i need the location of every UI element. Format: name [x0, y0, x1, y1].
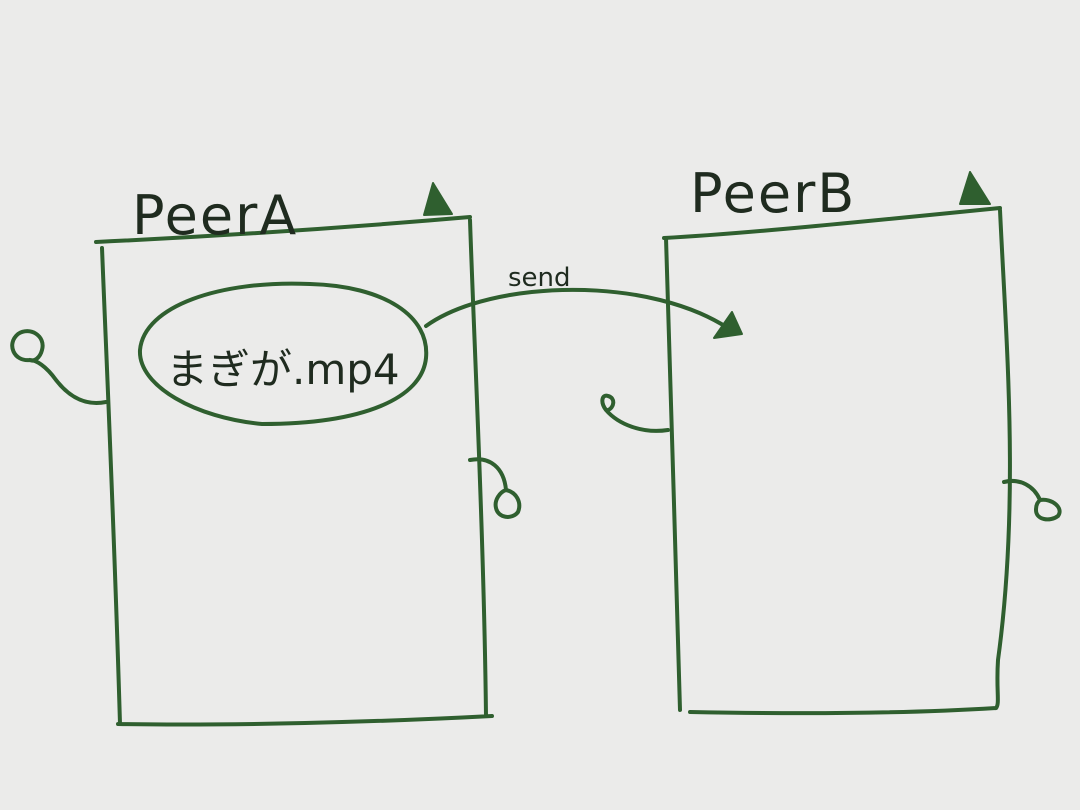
file-highlight-ellipse	[137, 281, 429, 426]
peer-a-window: PeerA まぎが.mp4	[10, 182, 522, 727]
send-arrow: send	[424, 263, 743, 339]
peer-a-frame	[94, 215, 494, 727]
peer-b-window: PeerB	[600, 162, 1062, 716]
peer-b-frame	[662, 206, 1012, 716]
peer-b-right-hook	[1002, 479, 1062, 522]
peer-a-title: PeerA	[132, 184, 298, 247]
peer-a-corner-marker	[423, 182, 453, 216]
send-arrow-label: send	[508, 263, 571, 293]
file-name-label: まぎが.mp4	[166, 345, 400, 394]
peer-a-right-hook	[468, 457, 522, 519]
peer-b-title: PeerB	[690, 162, 856, 225]
peer-a-left-hook	[10, 329, 108, 405]
peer-b-corner-marker	[959, 171, 991, 205]
file-item[interactable]: まぎが.mp4	[137, 281, 429, 426]
send-arrow-line	[424, 287, 730, 330]
peer-b-left-hook	[600, 393, 670, 433]
send-arrow-head	[713, 311, 743, 339]
